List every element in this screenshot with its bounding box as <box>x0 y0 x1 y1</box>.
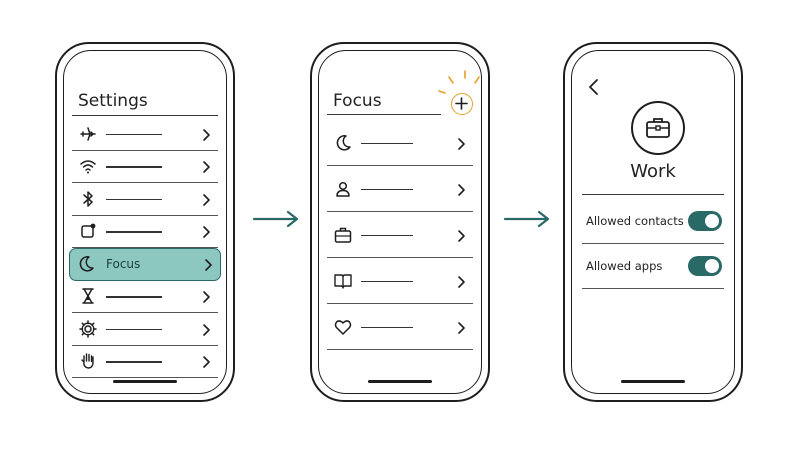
work-title: Work <box>630 161 676 182</box>
list-item[interactable] <box>327 212 473 258</box>
list-item[interactable] <box>327 120 473 166</box>
settings-screen: Settings Focus <box>63 50 227 394</box>
list-item[interactable] <box>72 313 218 346</box>
focus-title-rule <box>327 114 441 116</box>
allowed-apps-row[interactable]: Allowed apps <box>582 244 724 289</box>
chevron-right-icon <box>200 192 212 206</box>
wifi-icon <box>78 156 98 176</box>
home-indicator <box>621 380 685 383</box>
focus-title: Focus <box>333 91 382 111</box>
list-item-focus[interactable]: Focus <box>69 248 221 281</box>
list-item[interactable] <box>72 346 218 378</box>
bluetooth-icon <box>78 189 98 209</box>
list-item[interactable] <box>72 216 218 248</box>
placeholder-label-line <box>361 280 413 282</box>
placeholder-label-line <box>106 166 162 168</box>
person-icon <box>333 179 353 199</box>
chevron-right-icon <box>455 182 467 196</box>
focus-screen: Focus <box>318 50 482 394</box>
list-item[interactable] <box>72 183 218 216</box>
chevron-right-icon <box>455 136 467 150</box>
work-title-rule <box>582 194 724 196</box>
focus-phone: Focus <box>310 42 490 402</box>
plus-highlight-sparks <box>438 70 480 94</box>
placeholder-label-line <box>106 198 162 201</box>
placeholder-label-line <box>106 296 162 298</box>
placeholder-label-line <box>106 231 162 233</box>
settings-title: Settings <box>78 91 148 111</box>
work-phone: Work Allowed contacts Allowed apps <box>563 42 743 402</box>
chevron-right-icon <box>200 159 212 174</box>
allowed-apps-toggle[interactable] <box>688 256 722 276</box>
hourglass-icon <box>78 286 98 306</box>
hand-icon <box>78 351 98 371</box>
placeholder-label-line <box>361 188 413 190</box>
chevron-right-icon <box>455 320 467 334</box>
book-icon <box>333 271 353 291</box>
chevron-right-icon <box>455 228 467 242</box>
toggle-knob <box>705 214 719 228</box>
back-chevron-icon[interactable] <box>586 77 600 97</box>
briefcase-icon <box>333 225 353 245</box>
allowed-apps-label: Allowed apps <box>586 259 663 273</box>
list-item[interactable] <box>72 281 218 313</box>
chevron-right-icon <box>455 274 467 288</box>
airplane-icon <box>78 124 98 144</box>
placeholder-label-line <box>361 234 413 236</box>
toggle-knob <box>705 259 719 273</box>
moon-icon <box>76 254 96 274</box>
flow-arrow-1 <box>252 210 299 228</box>
allowed-contacts-toggle[interactable] <box>688 211 722 231</box>
chevron-right-icon <box>200 289 212 304</box>
list-item[interactable] <box>72 151 218 183</box>
chevron-right-icon <box>200 322 212 336</box>
home-indicator <box>368 380 432 383</box>
list-item-label: Focus <box>106 257 141 272</box>
allowed-contacts-label: Allowed contacts <box>586 214 684 228</box>
list-item[interactable] <box>327 166 473 212</box>
chevron-right-icon <box>200 224 212 239</box>
home-indicator <box>113 380 177 383</box>
chevron-right-icon <box>200 127 212 141</box>
moon-icon <box>333 133 353 153</box>
settings-phone: Settings Focus <box>55 42 235 402</box>
notifications-icon <box>78 221 98 241</box>
briefcase-icon <box>646 118 670 138</box>
placeholder-label-line <box>106 133 162 136</box>
placeholder-label-line <box>106 361 162 363</box>
placeholder-label-line <box>106 328 162 331</box>
chevron-right-icon <box>200 354 212 369</box>
placeholder-label-line <box>361 142 413 144</box>
flow-arrow-2 <box>503 210 550 228</box>
heart-icon <box>333 317 353 337</box>
gear-icon <box>78 319 98 339</box>
settings-title-rule <box>72 115 218 117</box>
add-focus-button[interactable] <box>451 93 473 115</box>
work-screen: Work Allowed contacts Allowed apps <box>571 50 735 394</box>
chevron-right-icon <box>202 257 214 272</box>
placeholder-label-line <box>361 326 413 328</box>
list-item[interactable] <box>327 304 473 350</box>
list-item[interactable] <box>327 258 473 304</box>
list-item[interactable] <box>72 118 218 151</box>
plus-icon <box>455 97 468 110</box>
work-focus-icon <box>631 101 685 155</box>
allowed-contacts-row[interactable]: Allowed contacts <box>582 199 724 244</box>
